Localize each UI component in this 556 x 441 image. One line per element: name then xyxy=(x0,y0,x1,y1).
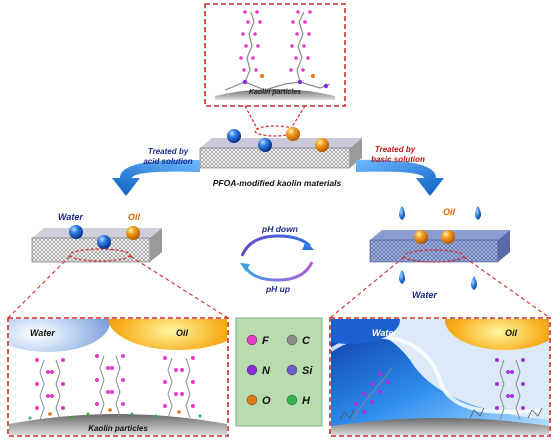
acid-arrow-shape xyxy=(112,159,200,196)
bottom-left-fluorine xyxy=(35,354,195,410)
water-droplets xyxy=(399,206,481,290)
center-water-ball-1 xyxy=(227,129,241,143)
ph-cycle-bottom-arc xyxy=(244,261,314,282)
right-zoom-connector xyxy=(329,256,551,319)
acid-label-line2: acid solution xyxy=(143,157,192,166)
right-oil-label: Oil xyxy=(443,207,456,217)
left-slab-side xyxy=(150,228,162,262)
left-water-label: Water xyxy=(58,212,83,222)
ph-cycle xyxy=(240,234,314,282)
bottom-left-chains xyxy=(39,355,191,421)
center-slab xyxy=(199,127,362,169)
ph-cycle-bottom-arrowhead xyxy=(240,263,250,272)
center-caption: PFOA-modified kaolin materials xyxy=(213,178,342,188)
bottom-right-water-flow xyxy=(331,328,549,435)
bottom-left-kaolin xyxy=(9,414,227,435)
bottom-right-water-label: Water xyxy=(372,328,397,338)
droplet-2 xyxy=(475,206,481,220)
right-slab-side xyxy=(498,230,510,262)
legend-swatch-c xyxy=(286,334,298,346)
right-zoom-ellipse xyxy=(403,249,465,263)
legend-label-si: Si xyxy=(302,365,313,377)
legend-swatch-h xyxy=(286,394,298,406)
legend-label-n: N xyxy=(262,365,271,377)
legend-label-f: F xyxy=(262,335,269,347)
basic-label-line1: Treated by xyxy=(375,145,416,154)
ph-down-label: pH down xyxy=(261,224,298,234)
bottom-right-kaolin xyxy=(331,418,549,435)
legend-swatch-f xyxy=(246,334,258,346)
right-slab-top xyxy=(370,230,510,240)
center-water-ball-2 xyxy=(258,138,272,152)
left-zoom-ellipse xyxy=(69,248,131,262)
legend-swatch-si xyxy=(286,364,298,376)
left-water-ball-1 xyxy=(69,225,83,239)
top-fluorine-atoms xyxy=(239,10,312,72)
basic-arrow-shape xyxy=(356,159,444,196)
bottom-right-fluorine xyxy=(353,358,525,415)
bottom-right-fibers xyxy=(339,407,543,421)
left-zoom-connector xyxy=(7,255,229,319)
top-kaolin-surface xyxy=(215,89,335,100)
droplet-3 xyxy=(399,270,405,284)
left-slab-front xyxy=(31,237,151,263)
bottom-right-oil-label: Oil xyxy=(505,328,518,338)
acid-label-line1: Treated by xyxy=(148,147,189,156)
left-slab xyxy=(31,225,162,263)
left-slab-top xyxy=(32,228,162,238)
legend-panel: F C N SiO H xyxy=(235,317,323,427)
bottom-right-oil-blob xyxy=(445,319,549,350)
right-oil-ball-2 xyxy=(441,230,455,244)
top-inset: Kaolin particles xyxy=(204,3,346,137)
bottom-right-water-blob xyxy=(331,319,400,344)
droplet-4 xyxy=(471,276,477,290)
right-slab-front xyxy=(369,239,499,263)
droplet-1 xyxy=(399,206,405,220)
ph-cycle-top-arc xyxy=(240,234,312,257)
bottom-left-panel: Water Oil Kaolin particles xyxy=(7,317,229,437)
center-slab-front xyxy=(199,147,351,169)
left-oil-label: Oil xyxy=(128,212,141,222)
basic-label-line2: basic solution xyxy=(371,155,425,164)
bottom-left-water-label: Water xyxy=(30,328,55,338)
top-oxygen-atoms xyxy=(260,74,315,78)
left-oil-ball xyxy=(126,226,140,240)
bottom-left-oil-label: Oil xyxy=(176,328,189,338)
bottom-left-oxygen xyxy=(48,408,181,416)
center-slab-top xyxy=(200,138,362,148)
basic-arrow xyxy=(356,159,444,196)
legend-label-c: C xyxy=(302,335,311,347)
bottom-right-chains xyxy=(351,359,521,421)
legend-swatch-o xyxy=(246,394,258,406)
center-oil-ball-2 xyxy=(315,138,329,152)
top-nitrogen-atoms xyxy=(242,79,329,89)
legend-label-o: O xyxy=(262,395,271,407)
center-oil-ball-1 xyxy=(286,127,300,141)
ph-cycle-top-arrowhead xyxy=(302,241,314,250)
bottom-right-panel: Water Oil xyxy=(329,317,551,437)
top-inset-caption: Kaolin particles xyxy=(249,89,301,96)
ph-up-label: pH up xyxy=(265,284,290,294)
legend-swatch-n xyxy=(246,364,258,376)
acid-arrow xyxy=(112,159,200,196)
right-water-label: Water xyxy=(412,290,437,300)
left-water-ball-2 xyxy=(97,235,111,249)
legend-label-h: H xyxy=(302,395,311,407)
top-inset-connector xyxy=(244,105,306,131)
bottom-left-oil-blob xyxy=(108,319,227,350)
right-slab xyxy=(369,230,510,263)
bottom-left-water-blob xyxy=(9,319,110,352)
bottom-left-hydrogen xyxy=(28,412,202,420)
right-oil-ball-1 xyxy=(414,230,428,244)
bottom-left-caption: Kaolin particles xyxy=(88,424,148,433)
